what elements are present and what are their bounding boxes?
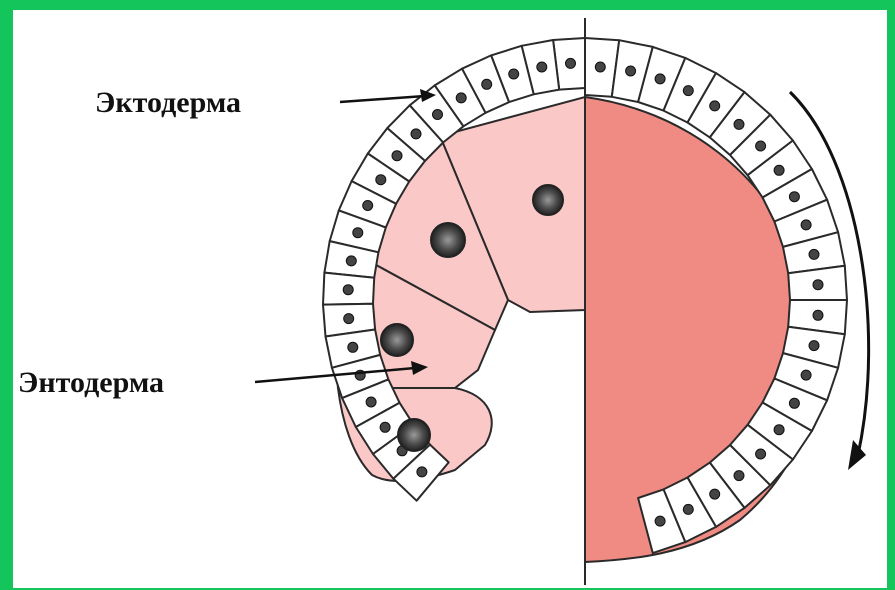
ectoderm-nucleus [626, 66, 636, 76]
ectoderm-nucleus [710, 101, 720, 111]
ectoderm-nucleus [482, 79, 492, 89]
ectoderm-nucleus [380, 422, 390, 432]
ectoderm-nucleus [509, 69, 519, 79]
ectoderm-nucleus [813, 280, 823, 290]
ectoderm-nucleus [456, 93, 466, 103]
endoderm-label: Энтодерма [18, 366, 164, 399]
ectoderm-nucleus [801, 370, 811, 380]
ectoderm-nucleus [774, 165, 784, 175]
ectoderm-nucleus [417, 467, 427, 477]
ectoderm-nucleus [376, 175, 386, 185]
endoderm-nucleus [398, 419, 430, 451]
ectoderm-nucleus [411, 129, 421, 139]
ectoderm-label: Эктодерма [95, 86, 241, 119]
ectoderm-nucleus [595, 62, 605, 72]
ectoderm-nucleus [756, 449, 766, 459]
ectoderm-nucleus [348, 342, 358, 352]
ectoderm-nucleus [655, 516, 665, 526]
ectoderm-nucleus [344, 314, 354, 324]
ectoderm-nucleus [809, 249, 819, 259]
ectoderm-nucleus [789, 192, 799, 202]
ectoderm-nucleus [392, 151, 402, 161]
ectoderm-nucleus [346, 256, 356, 266]
ectoderm-nucleus [655, 74, 665, 84]
ectoderm-nucleus [734, 119, 744, 129]
ectoderm-nucleus [801, 220, 811, 230]
ectoderm-nucleus [710, 489, 720, 499]
ectoderm-nucleus [433, 110, 443, 120]
endoderm-nucleus [533, 185, 563, 215]
endoderm-nucleus [381, 324, 413, 356]
ectoderm-nucleus [756, 141, 766, 151]
ectoderm-nucleus [774, 425, 784, 435]
ectoderm-nucleus [813, 310, 823, 320]
ectoderm-nucleus [343, 285, 353, 295]
ectoderm-nucleus [537, 62, 547, 72]
ectoderm-nucleus [353, 228, 363, 238]
ectoderm-nucleus [566, 58, 576, 68]
ectoderm-nucleus [734, 471, 744, 481]
ectoderm-nucleus [809, 341, 819, 351]
ectoderm-nucleus [789, 398, 799, 408]
ectoderm-nucleus [683, 86, 693, 96]
ectoderm-nucleus [363, 201, 373, 211]
endoderm-nucleus [431, 223, 465, 257]
ectoderm-nucleus [366, 397, 376, 407]
ectoderm-nucleus [683, 504, 693, 514]
